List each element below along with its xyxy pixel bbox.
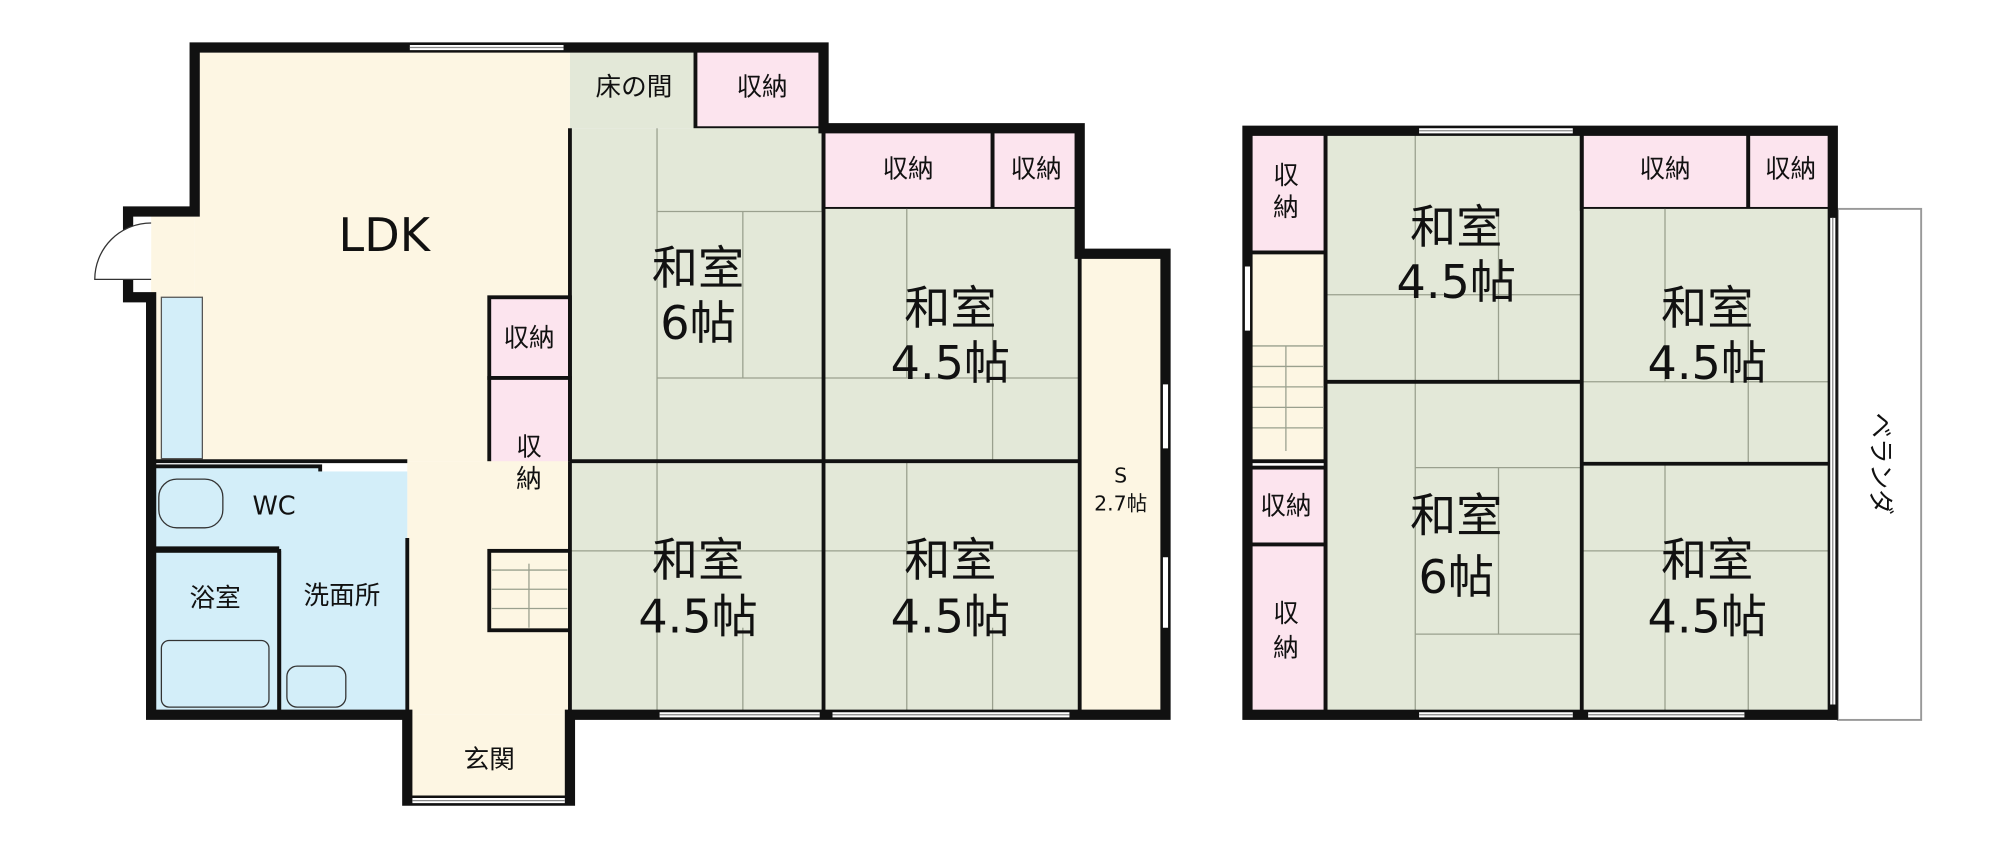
- storage-9-label: 収納: [1639, 154, 1690, 184]
- tatami-lines: [569, 128, 1080, 715]
- storage-6: [1245, 128, 1328, 255]
- toilet-fixture: [158, 478, 224, 529]
- washitsu-45e-size: 4.5帖: [1648, 336, 1767, 390]
- washitsu-45-room-c: [823, 461, 1080, 715]
- washitsu-6-size: 6帖: [660, 296, 735, 350]
- storage-5-label-bottom: 納: [516, 464, 542, 494]
- storage-7-label: 収納: [1260, 491, 1311, 521]
- tokonoma: [569, 47, 696, 129]
- washitsu-45-room-a: [823, 208, 1080, 462]
- washitsu-45b-name: 和室: [652, 533, 744, 587]
- washitsu-6-room-2: [1325, 381, 1582, 715]
- washitsu-45b-size: 4.5帖: [638, 590, 757, 644]
- bathtub: [160, 639, 270, 708]
- wc-label: WC: [252, 491, 295, 521]
- washitsu-45a-name: 和室: [904, 281, 996, 335]
- service-room-label: S: [1114, 464, 1127, 488]
- washitsu-45e-name: 和室: [1661, 281, 1753, 335]
- washitsu-45-room-e: [1581, 208, 1833, 464]
- washitsu-45-room-b: [569, 461, 824, 715]
- storage-10-label: 収納: [1765, 154, 1816, 184]
- washroom-label: 洗面所: [304, 581, 381, 611]
- storage-6-label-bottom: 納: [1273, 193, 1299, 223]
- service-room-size: 2.7帖: [1094, 492, 1147, 516]
- washitsu-6b-size: 6帖: [1419, 550, 1494, 604]
- tatami-lines-2: [1325, 130, 1833, 715]
- ldk-label: LDK: [339, 208, 432, 262]
- washitsu-45f-name: 和室: [1661, 533, 1753, 587]
- washitsu-6-name: 和室: [652, 241, 744, 295]
- kitchen-counter: [160, 296, 204, 460]
- storage-1-label: 収納: [736, 73, 787, 103]
- stair-treads: [491, 563, 568, 628]
- storage-2-label: 収納: [882, 154, 933, 184]
- storage-8-label-top: 収: [1273, 599, 1299, 629]
- entrance-label: 玄関: [464, 745, 515, 775]
- washitsu-6-room: [569, 128, 824, 462]
- washitsu-45d-size: 4.5帖: [1397, 255, 1516, 309]
- washitsu-45d-name: 和室: [1410, 200, 1502, 254]
- washitsu-45f-size: 4.5帖: [1648, 590, 1767, 644]
- washitsu-45-room-f: [1581, 463, 1833, 715]
- storage-5-label-top: 収: [516, 432, 542, 462]
- veranda: [1836, 207, 1923, 721]
- veranda-label: ベランダ: [1865, 413, 1895, 515]
- washitsu-45c-name: 和室: [904, 533, 996, 587]
- storage-6-label-top: 収: [1273, 161, 1299, 191]
- storage-3-label: 収納: [1011, 154, 1062, 184]
- storage-4: [487, 295, 572, 380]
- windows-2: [1244, 128, 1836, 718]
- storage-4-label: 収納: [503, 324, 554, 354]
- windows: [409, 44, 1169, 804]
- storage-8-label-bottom: 納: [1273, 633, 1299, 663]
- sink-fixture: [286, 665, 347, 708]
- interior-walls: [151, 128, 1082, 715]
- interior-walls-2: [1323, 130, 1833, 715]
- floor-2: 収 納 収納 収 納 収納 収納 和室 4.5帖 和室 6帖 和室 4.5帖 和…: [1242, 125, 1923, 721]
- entrance: [407, 714, 570, 801]
- tokonoma-label: 床の間: [596, 73, 673, 103]
- floor-1: LDK 床の間 収納 収納 収納 収納 収 納 和室 6帖 和室 4.5帖 和室…: [94, 42, 1171, 806]
- storage-8: [1245, 542, 1328, 717]
- bath-label: 浴室: [190, 584, 241, 614]
- washitsu-45a-size: 4.5帖: [891, 336, 1010, 390]
- service-room: [1079, 253, 1166, 715]
- washitsu-45c-size: 4.5帖: [891, 590, 1010, 644]
- stair-treads-2: [1250, 345, 1324, 451]
- washitsu-45-room-d: [1325, 130, 1582, 382]
- entry-door-icon[interactable]: [94, 222, 152, 280]
- washitsu-6b-name: 和室: [1410, 488, 1502, 542]
